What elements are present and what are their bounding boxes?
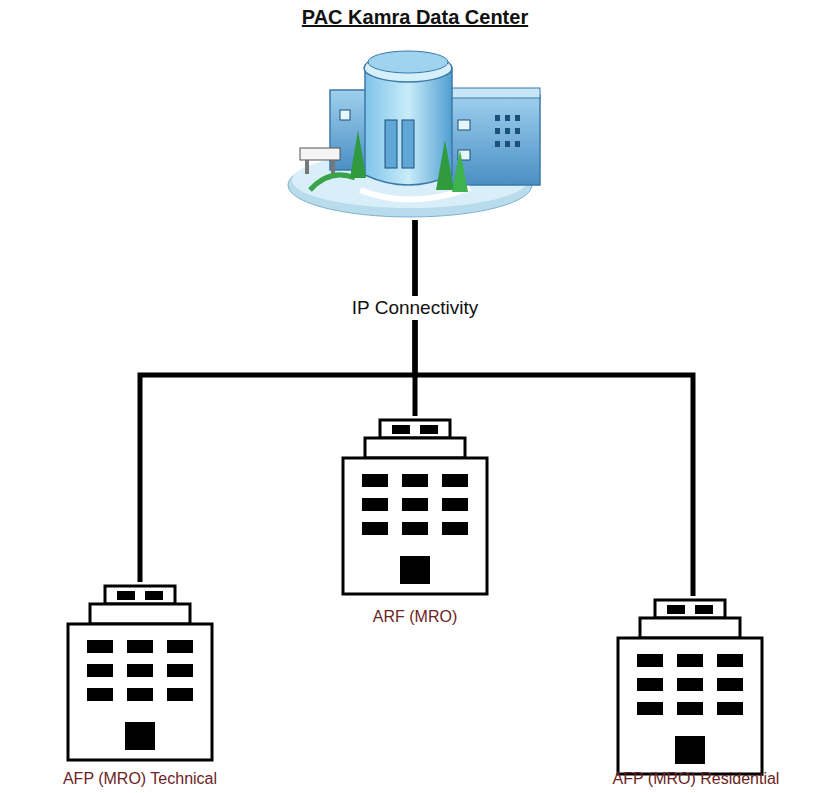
data-center-illustration [288, 51, 540, 217]
building-label: ARF (MRO) [373, 608, 457, 626]
data-center-node: PAC Kamra Data Center [265, 6, 565, 220]
link-label: IP Connectivity [348, 296, 482, 320]
building-label: AFP (MRO) Residential [613, 770, 780, 788]
diagram-heading: PAC Kamra Data Center [302, 6, 528, 29]
building-node: AFP (MRO) Residential [570, 596, 822, 788]
building-node: ARF (MRO) [320, 416, 510, 626]
building-label: AFP (MRO) Technical [63, 770, 217, 788]
arf-building [343, 420, 487, 594]
building-node: AFP (MRO) Technical [8, 582, 272, 788]
technical-building [68, 586, 212, 760]
residential-building [618, 600, 762, 774]
